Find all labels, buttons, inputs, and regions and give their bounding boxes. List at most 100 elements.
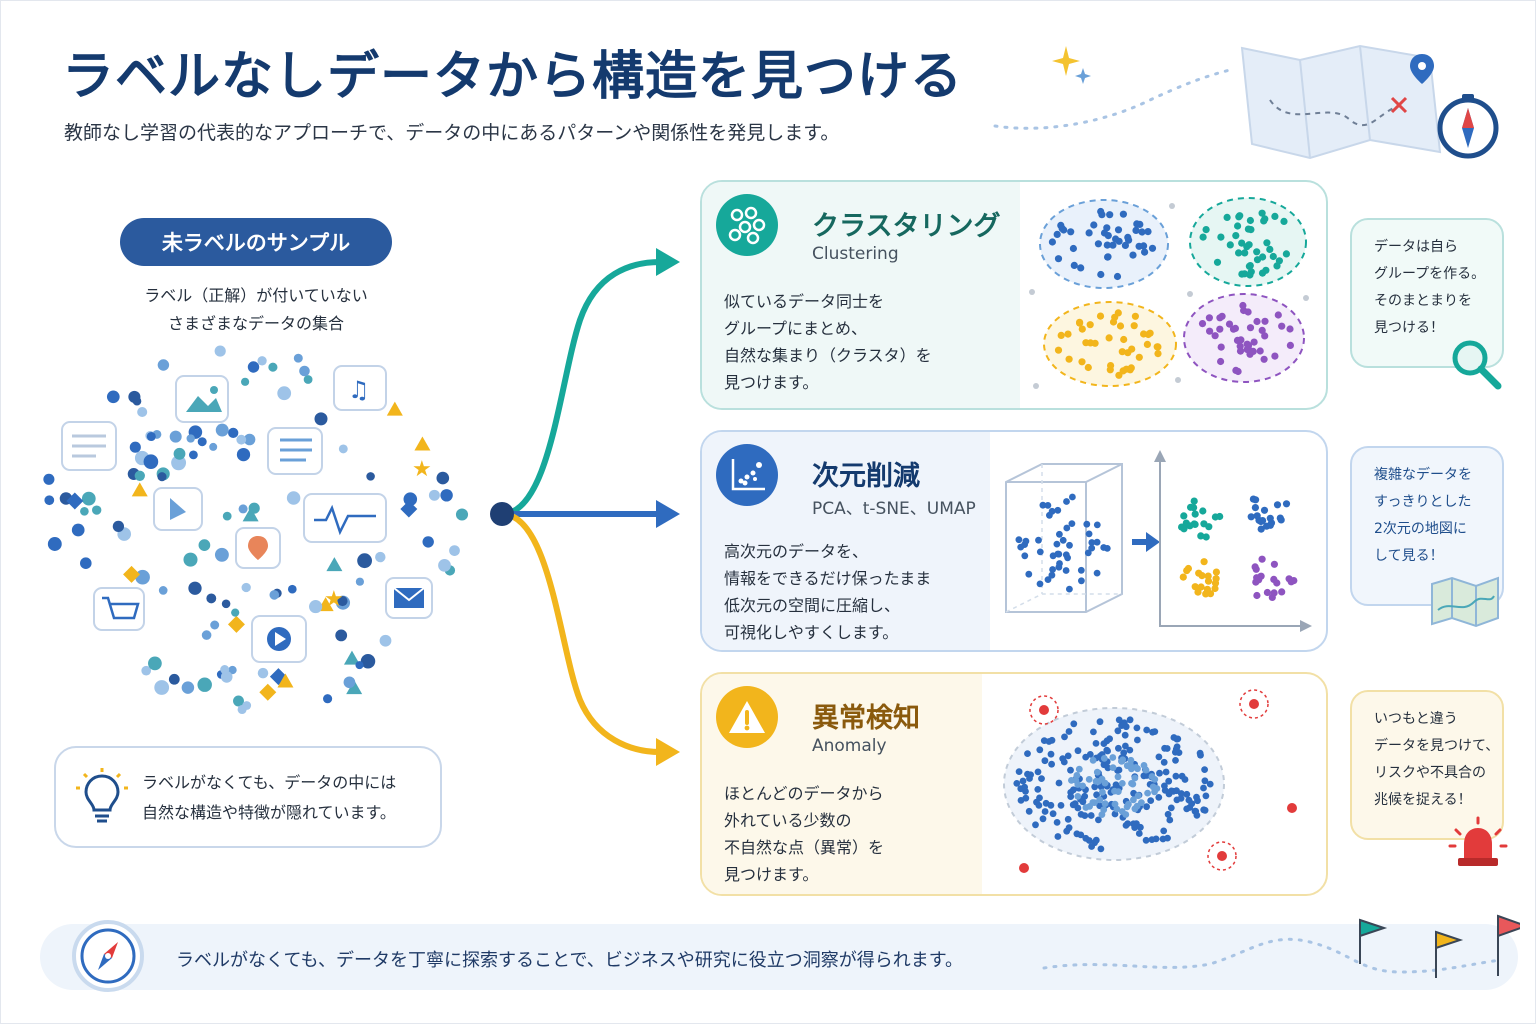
data-point	[1096, 796, 1104, 804]
data-point	[188, 581, 202, 595]
data-point	[1269, 252, 1277, 261]
data-point	[233, 695, 244, 707]
data-point	[1021, 783, 1028, 791]
data-point	[1278, 322, 1286, 330]
data-point	[1111, 800, 1119, 808]
dimensionality-reduction-desc-line: 可視化しやすくします。	[724, 623, 899, 642]
data-point	[1132, 226, 1140, 234]
data-point	[1057, 331, 1065, 339]
insight-line1: ラベルがなくても、データの中には	[142, 773, 397, 792]
data-point	[1109, 764, 1117, 771]
data-point	[1078, 577, 1085, 585]
data-point	[210, 620, 220, 630]
data-point	[1247, 513, 1255, 521]
data-point	[1146, 329, 1154, 337]
data-point	[1039, 501, 1047, 509]
data-point	[1133, 220, 1141, 228]
data-point	[1070, 261, 1078, 269]
data-point	[1129, 251, 1137, 259]
data-point	[1137, 823, 1144, 831]
data-point	[157, 359, 170, 371]
data-point	[1212, 568, 1220, 576]
data-point	[1044, 502, 1052, 509]
data-point	[1065, 355, 1073, 363]
data-point	[1131, 805, 1139, 813]
data-point	[1135, 353, 1143, 361]
data-point	[1164, 810, 1172, 818]
data-point	[241, 582, 251, 593]
data-point	[1170, 734, 1178, 741]
data-point	[1115, 237, 1123, 245]
data-point	[1249, 347, 1257, 355]
data-point	[1064, 752, 1072, 760]
data-point	[1216, 314, 1224, 322]
data-point	[1148, 836, 1156, 843]
data-point	[1093, 538, 1101, 546]
data-point	[314, 412, 328, 426]
data-point	[1200, 784, 1207, 792]
data-point	[1202, 792, 1210, 800]
anomaly-detection-desc-line: 見つけます。	[724, 865, 819, 884]
clustering-desc-line: 自然な集まり（クラスタ）を	[724, 346, 932, 365]
data-point	[1138, 228, 1146, 236]
data-point	[1109, 318, 1118, 326]
data-point	[1065, 728, 1073, 735]
waveform-chart-icon	[303, 493, 387, 543]
arrow-to-anomaly-detection	[501, 511, 661, 755]
lightbulb-icon	[76, 768, 128, 823]
data-point	[1134, 765, 1141, 773]
data-point	[1154, 350, 1162, 358]
data-point	[1066, 585, 1073, 593]
data-point	[1234, 222, 1242, 230]
data-point	[1253, 512, 1261, 520]
music-file-icon	[333, 365, 387, 411]
data-point	[1251, 504, 1259, 512]
data-point	[1140, 772, 1148, 780]
data-point	[1204, 577, 1213, 585]
data-point	[1084, 363, 1092, 372]
data-point	[1252, 565, 1260, 573]
data-point	[335, 629, 348, 642]
data-point	[1201, 766, 1208, 773]
data-point	[1247, 226, 1255, 234]
clustering-desc-line: 見つけます。	[724, 373, 819, 392]
cluster-bubbles-icon	[716, 194, 778, 256]
data-point	[1036, 548, 1044, 556]
data-point	[1074, 793, 1082, 800]
data-point	[1223, 213, 1231, 221]
data-point	[1122, 723, 1130, 731]
anomaly-detection-speech-bubble: いつもと違う データを見つけて、 リスクや不具合の 兆候を捉える！	[1350, 690, 1508, 866]
data-point	[236, 434, 247, 445]
data-point	[1036, 746, 1044, 754]
data-point	[1042, 799, 1050, 807]
data-point	[1263, 588, 1271, 597]
data-point	[1021, 552, 1029, 560]
data-point	[1094, 240, 1102, 248]
data-point	[1260, 355, 1268, 363]
data-point	[1163, 745, 1171, 752]
data-point	[360, 654, 376, 669]
data-point	[1235, 249, 1243, 257]
unlabeled-data-cloud: ♫ ★★	[43, 345, 469, 715]
data-point	[1093, 791, 1100, 799]
data-point	[1253, 256, 1262, 264]
data-point	[1250, 338, 1258, 346]
data-point	[1069, 244, 1077, 253]
arrow-to-clustering	[501, 259, 661, 517]
data-point	[1077, 566, 1085, 574]
data-point	[1253, 591, 1261, 600]
data-point	[186, 434, 195, 443]
data-point	[1173, 787, 1180, 795]
data-point	[1085, 837, 1093, 844]
data-point	[1165, 777, 1173, 785]
data-point	[1088, 539, 1096, 546]
clustering-desc-line: 似ているデータ同士を	[724, 292, 885, 311]
data-point	[1155, 753, 1163, 761]
data-point	[1213, 258, 1222, 266]
insight-callout: ラベルがなくても、データの中には 自然な構造や特徴が隠れています。	[54, 746, 442, 848]
data-point	[1114, 727, 1122, 735]
red-flag-icon	[1497, 914, 1520, 976]
data-point	[1285, 575, 1293, 583]
data-point	[1258, 209, 1266, 217]
data-point	[1217, 357, 1225, 366]
